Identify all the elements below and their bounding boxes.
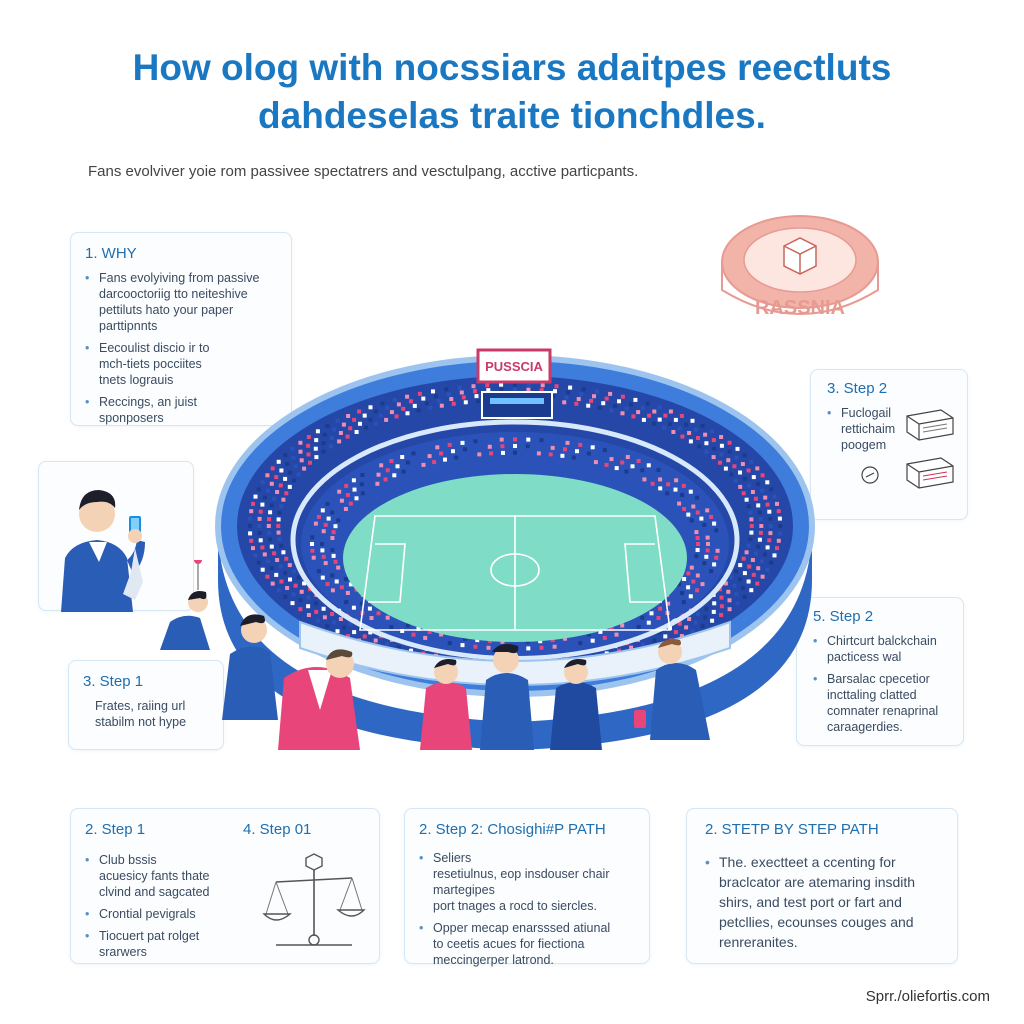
step-2-mid-list: Chirtcurt balckchain pacticess wal Barsa… <box>813 633 947 735</box>
why-card-list: Fans evolyiving from passive darcooctori… <box>85 270 277 426</box>
list-item: Reccings, an juist sponposers <box>85 394 277 426</box>
balance-scale-icon <box>262 853 366 946</box>
list-item: Fans evolyiving from passive darcooctori… <box>85 270 277 334</box>
list-item: The. exectteet a ccenting for braclcator… <box>705 852 939 952</box>
why-card-title: 1. WHY <box>85 245 137 262</box>
stadium-banner-label: PUSSCIA <box>485 359 543 374</box>
footer-credit: Sprr./oliefortis.com <box>865 988 990 1005</box>
list-item: Barsalac cpecetior incttaling clatted co… <box>813 671 947 735</box>
fan-figure <box>160 560 210 650</box>
step-2-top-card: 3. Step 2 Fuclogail rettichaim poogem <box>810 369 968 520</box>
fan-figure <box>480 644 534 750</box>
fan-figure <box>420 659 472 750</box>
pitch-markings <box>359 515 671 631</box>
fans-group-illustration <box>160 560 710 750</box>
bottom-step-1-card: 2. Step 1 4. Step 01 Club bssis acuesicy… <box>70 808 380 964</box>
bottom-step-2-card: 2. Step 2: Chosighi#P PATH Seliers reset… <box>404 808 650 967</box>
bottom-step-path-title: 2. STETP BY STEP PATH <box>705 821 879 838</box>
page-title-line-1: How olog with nocssiars adaitpes reectlu… <box>132 47 892 88</box>
bottom-step-2-list: Seliers resetiulnus, eop insdouser chair… <box>419 850 635 968</box>
bottom-step-1-list: Club bssis acuesicy fants thate clvind a… <box>85 852 235 960</box>
step-2-top-list: Fuclogail rettichaim poogem <box>827 405 951 453</box>
list-item: Crontial pevigrals <box>85 906 235 922</box>
bottom-step-01-title: 4. Step 01 <box>243 821 312 838</box>
bottom-step-path-list: The. exectteet a ccenting for braclcator… <box>705 852 939 952</box>
fan-figure <box>550 659 602 750</box>
fan-figure <box>222 614 278 720</box>
list-item: Chirtcurt balckchain pacticess wal <box>813 633 947 665</box>
fan-with-phone-card <box>38 461 194 612</box>
step-1-left-list: Frates, raiing url stabilm not hype <box>83 698 209 730</box>
page-title: How olog with nocssiars adaitpes reectlu… <box>40 44 984 140</box>
list-item: Seliers resetiulnus, eop insdouser chair… <box>419 850 635 914</box>
step-2-top-title: 3. Step 2 <box>827 380 888 397</box>
ticket-badge: RASSNIA <box>718 206 882 338</box>
page-subtitle: Fans evolviver yoie rom passivee spectat… <box>88 163 639 180</box>
document-boxes-icon <box>906 409 954 489</box>
fan-figure <box>634 639 710 740</box>
stadium-illustration: PUSSCIA <box>210 330 820 750</box>
step-1-left-card: 3. Step 1 Frates, raiing url stabilm not… <box>68 660 224 750</box>
list-item: Tiocuert pat rolget srarwers <box>85 928 235 960</box>
bottom-step-2-title: 2. Step 2: Chosighi#P PATH <box>419 821 606 838</box>
stadium-graphic: PUSSCIA <box>215 348 815 750</box>
bottom-step-path-card: 2. STETP BY STEP PATH The. exectteet a c… <box>686 808 958 964</box>
step-2-mid-title: 5. Step 2 <box>813 608 874 625</box>
list-item: Opper mecap enarsssed atiunal to ceetis … <box>419 920 635 968</box>
list-item: Eecoulist discio ir to mch-tiets pocciit… <box>85 340 277 388</box>
step-1-left-title: 3. Step 1 <box>83 673 144 690</box>
page-title-line-2: dahdeselas traite tionchdles. <box>258 95 766 136</box>
fan-figure <box>278 649 360 750</box>
list-item: Frates, raiing url stabilm not hype <box>95 699 187 729</box>
bottom-step-1-title: 2. Step 1 <box>85 821 146 838</box>
list-item: Club bssis acuesicy fants thate clvind a… <box>85 852 235 900</box>
coin-icon <box>861 466 879 484</box>
step-2-mid-card: 5. Step 2 Chirtcurt balckchain pacticess… <box>796 597 964 746</box>
list-item: Fuclogail rettichaim poogem <box>827 405 951 453</box>
fan-with-phone-illustration <box>61 490 145 612</box>
why-card: 1. WHY Fans evolyiving from passive darc… <box>70 232 292 426</box>
badge-label: RASSNIA <box>755 297 845 319</box>
badge-illustration: RASSNIA <box>721 215 879 319</box>
